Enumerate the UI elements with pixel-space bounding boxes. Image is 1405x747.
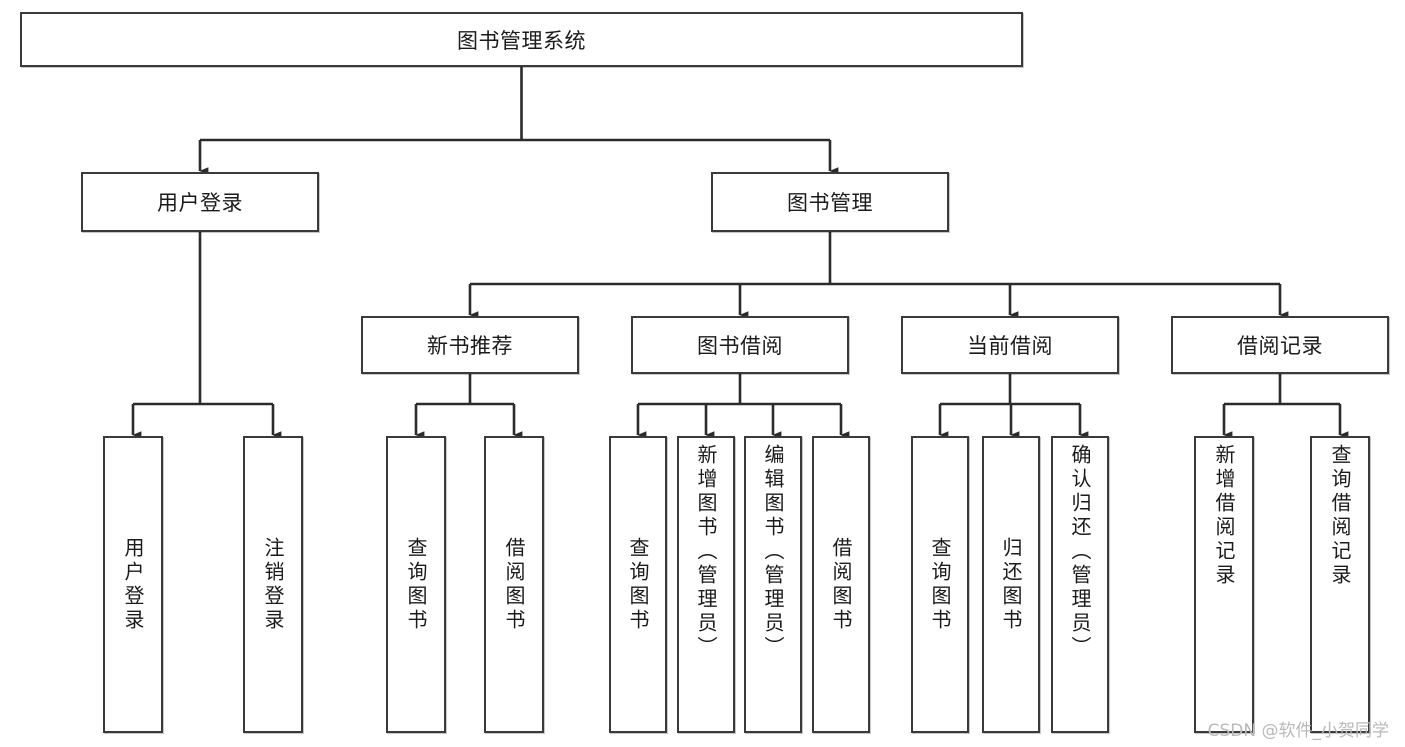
node-leaf-query-book-rec[interactable]: 查询图书 [386, 436, 446, 733]
node-new-book-rec[interactable]: 新书推荐 [361, 316, 579, 374]
node-label: 查询借阅记录 [1328, 444, 1352, 588]
node-label: 归还图书 [999, 536, 1023, 633]
node-user-login[interactable]: 用户登录 [81, 172, 319, 232]
node-label: 编辑图书（管理员） [761, 444, 785, 660]
node-leaf-add-book[interactable]: 新增图书（管理员） [677, 436, 735, 733]
node-leaf-confirm-return[interactable]: 确认归还（管理员） [1051, 436, 1109, 733]
node-leaf-user-logout[interactable]: 注销登录 [243, 436, 303, 733]
node-leaf-add-record[interactable]: 新增借阅记录 [1194, 436, 1254, 733]
node-book-manage[interactable]: 图书管理 [711, 172, 949, 232]
csdn-watermark: CSDN @软件_小贺同学 [1207, 721, 1389, 741]
node-label: 借阅图书 [829, 536, 853, 633]
node-label: 图书管理 [787, 191, 873, 215]
node-label: 查询图书 [928, 536, 952, 633]
node-leaf-query-book-cb[interactable]: 查询图书 [911, 436, 969, 733]
node-label: 当前借阅 [967, 334, 1053, 358]
node-label: 新增借阅记录 [1212, 444, 1236, 588]
node-label: 借阅记录 [1237, 334, 1323, 358]
node-leaf-user-login[interactable]: 用户登录 [103, 436, 163, 733]
node-label: 注销登录 [261, 536, 285, 633]
node-leaf-borrow-book-rec[interactable]: 借阅图书 [484, 436, 544, 733]
node-label: 图书管理系统 [457, 28, 586, 53]
node-leaf-query-record[interactable]: 查询借阅记录 [1310, 436, 1370, 733]
node-label: 借阅图书 [502, 536, 526, 633]
node-label: 确认归还（管理员） [1068, 444, 1092, 660]
node-label: 新增图书（管理员） [694, 444, 718, 660]
node-label: 用户登录 [121, 536, 145, 633]
node-label: 查询图书 [404, 536, 428, 633]
node-current-borrow[interactable]: 当前借阅 [901, 316, 1119, 374]
node-leaf-edit-book[interactable]: 编辑图书（管理员） [744, 436, 802, 733]
node-leaf-query-book-br[interactable]: 查询图书 [609, 436, 667, 733]
node-label: 查询图书 [626, 536, 650, 633]
node-label: 用户登录 [157, 191, 243, 215]
node-label: 新书推荐 [427, 334, 513, 358]
node-book-borrow[interactable]: 图书借阅 [631, 316, 849, 374]
node-borrow-records[interactable]: 借阅记录 [1171, 316, 1389, 374]
node-leaf-return-book[interactable]: 归还图书 [982, 436, 1040, 733]
node-root[interactable]: 图书管理系统 [20, 12, 1023, 67]
node-leaf-borrow-book-br[interactable]: 借阅图书 [812, 436, 870, 733]
node-label: 图书借阅 [697, 334, 783, 358]
